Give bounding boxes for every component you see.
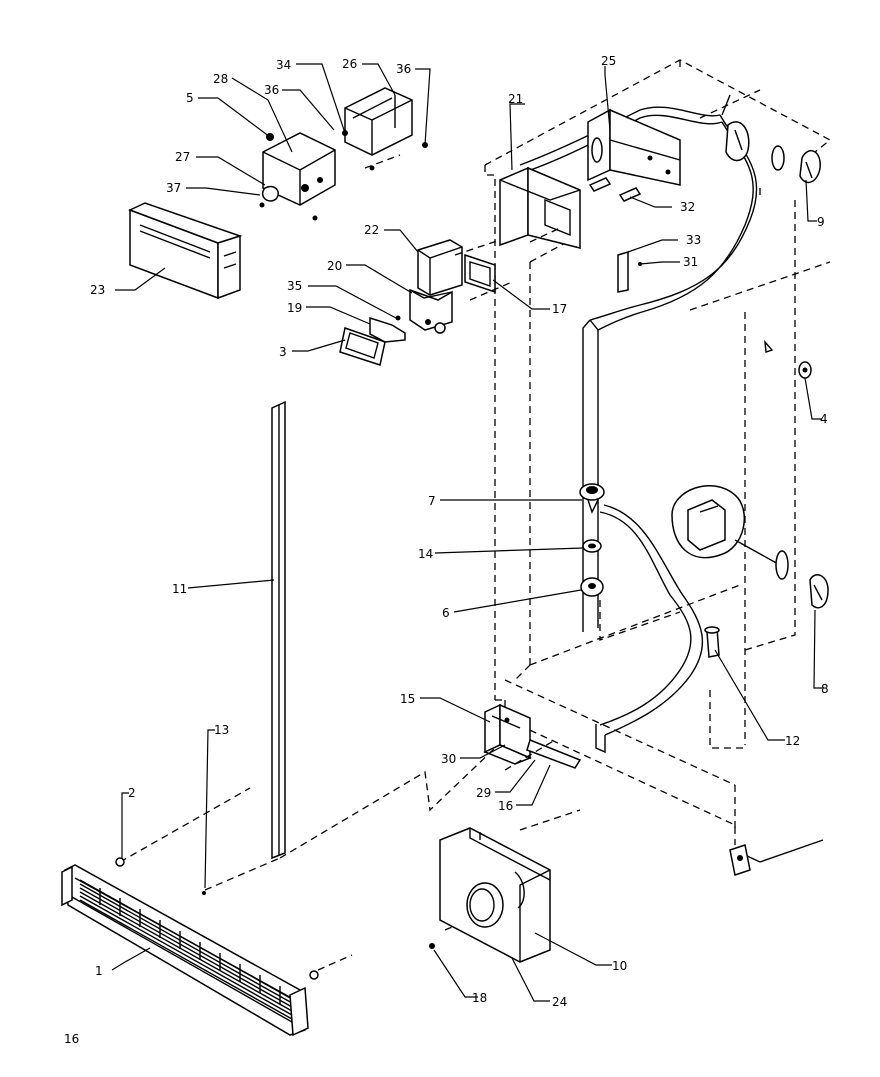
callout-32: 32 — [680, 200, 695, 214]
callout-14: 14 — [418, 547, 433, 561]
callout-3: 3 — [279, 345, 287, 359]
part-23-panel — [128, 202, 243, 300]
callout-12: 12 — [785, 734, 800, 748]
parts-22-20-17-19-3 — [339, 239, 496, 366]
light-socket-9 — [725, 121, 821, 184]
callout-6: 6 — [442, 606, 450, 620]
part-4-nut — [764, 339, 812, 379]
callout-27: 27 — [175, 150, 190, 164]
callout-34: 34 — [276, 58, 291, 72]
callout-29: 29 — [476, 786, 491, 800]
leader-lines — [111, 63, 823, 1002]
callout-8: 8 — [821, 682, 829, 696]
callout-18: 18 — [472, 991, 487, 1005]
control-housing-assembly — [259, 87, 428, 221]
part-10-cover-panel — [429, 827, 551, 963]
callout-16b: 16 — [64, 1032, 79, 1046]
callout-4: 4 — [820, 412, 828, 426]
callout-28: 28 — [213, 72, 228, 86]
callout-17: 17 — [552, 302, 567, 316]
callout-22: 22 — [364, 223, 379, 237]
damper-parts-7-14-6 — [579, 483, 605, 597]
callout-23: 23 — [90, 283, 105, 297]
cabinet-foot — [729, 844, 751, 876]
callout-33: 33 — [686, 233, 701, 247]
callout-20: 20 — [327, 259, 342, 273]
callout-15: 15 — [400, 692, 415, 706]
bracket-15-30-29 — [483, 703, 582, 769]
callout-37: 37 — [166, 181, 181, 195]
part-11-trim-strip — [271, 400, 286, 860]
callout-36b: 36 — [396, 62, 411, 76]
callout-1: 1 — [95, 964, 103, 978]
callout-13: 13 — [214, 723, 229, 737]
dashed-assembly-lines — [119, 154, 581, 971]
callout-16a: 16 — [498, 799, 513, 813]
callout-30: 30 — [441, 752, 456, 766]
callout-24: 24 — [552, 995, 567, 1009]
callout-7: 7 — [428, 494, 436, 508]
callout-36a: 36 — [264, 83, 279, 97]
callout-labels: 1 2 3 4 5 6 7 8 9 10 11 12 13 14 15 16 1… — [64, 54, 829, 1046]
wire-harness — [519, 94, 758, 754]
callout-11: 11 — [172, 582, 187, 596]
part-12-clip — [704, 626, 720, 658]
callout-19: 19 — [287, 301, 302, 315]
callout-25: 25 — [601, 54, 616, 68]
callout-31: 31 — [683, 255, 698, 269]
callout-10: 10 — [612, 959, 627, 973]
bracket-assembly-21-25 — [499, 108, 681, 293]
part-1-grille — [61, 857, 319, 1037]
callout-5: 5 — [186, 91, 194, 105]
callout-21: 21 — [508, 92, 523, 106]
control-part-8 — [671, 485, 829, 609]
cabinet-outline — [484, 59, 832, 863]
callout-35: 35 — [287, 279, 302, 293]
callout-2: 2 — [128, 786, 136, 800]
callout-26: 26 — [342, 57, 357, 71]
callout-9: 9 — [817, 215, 825, 229]
